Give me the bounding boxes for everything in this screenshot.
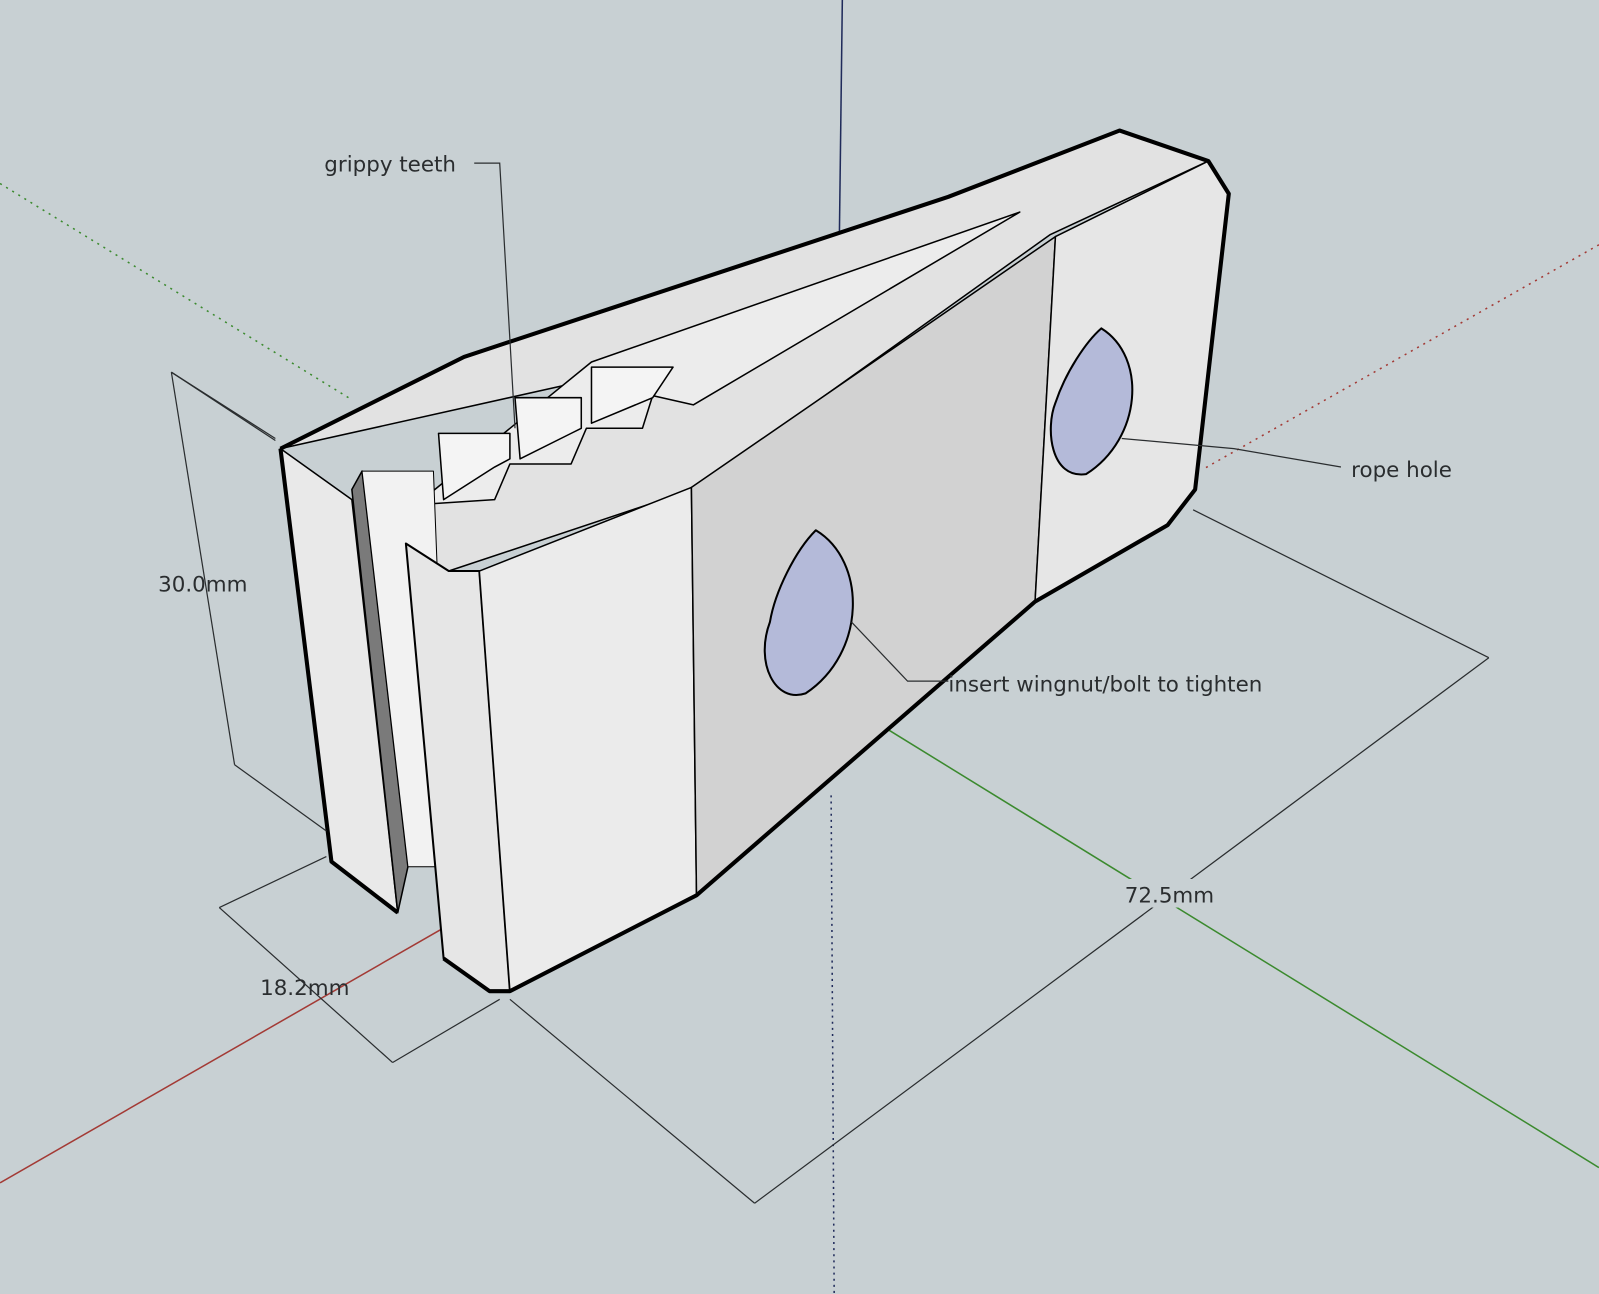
front-face-2 bbox=[478, 486, 698, 992]
dim-width-line bbox=[218, 907, 394, 1063]
blue-axis-dotted bbox=[830, 795, 835, 1294]
height-dimension-label: 30.0mm bbox=[158, 572, 247, 597]
rope-hole-label: rope hole bbox=[1351, 458, 1452, 483]
width-dimension-label: 18.2mm bbox=[260, 976, 349, 1001]
green-axis-dotted bbox=[0, 182, 353, 401]
tooth-1 bbox=[437, 432, 511, 501]
clamp-model bbox=[278, 128, 1231, 994]
tooth-2 bbox=[514, 396, 583, 460]
wingnut-label: insert wingnut/bolt to tighten bbox=[948, 672, 1262, 697]
red-axis-dotted bbox=[1202, 244, 1599, 470]
green-axis bbox=[886, 728, 1599, 1169]
rope-hole bbox=[1049, 327, 1134, 476]
leader-grippy bbox=[474, 162, 516, 429]
dimensions bbox=[170, 162, 1490, 1204]
outline bbox=[279, 128, 1231, 994]
grippy-teeth-label: grippy teeth bbox=[324, 152, 456, 177]
leader-wingnut bbox=[851, 621, 949, 682]
leader-rope bbox=[1121, 437, 1342, 468]
bolt-hole bbox=[763, 529, 854, 696]
red-axis bbox=[0, 927, 445, 1184]
outline-left bbox=[278, 448, 399, 915]
length-dimension-label: 72.5mm bbox=[1125, 883, 1214, 908]
dim-length-line bbox=[754, 657, 1490, 1204]
tooth-3 bbox=[590, 366, 674, 424]
length-label-bg bbox=[1121, 878, 1224, 908]
